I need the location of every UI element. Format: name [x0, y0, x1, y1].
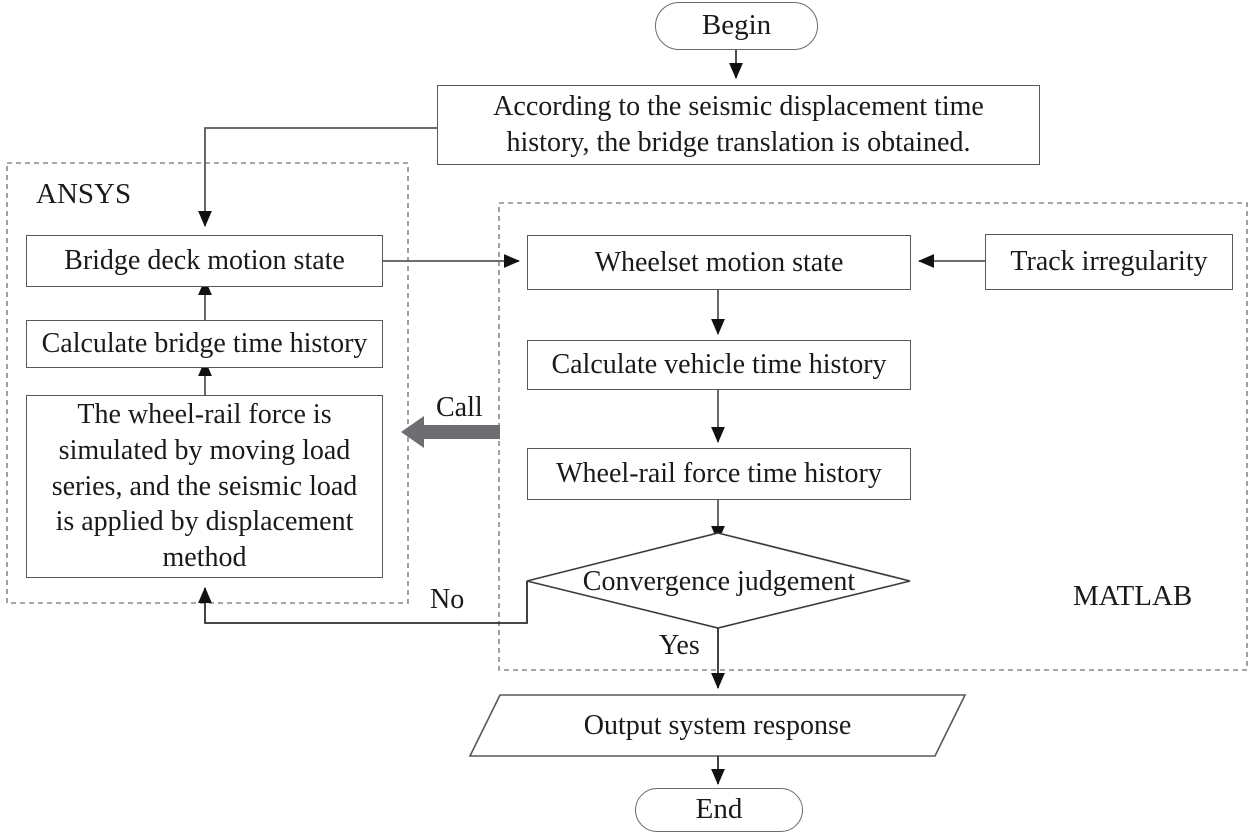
- edge-label-call: Call: [434, 392, 485, 424]
- node-output[interactable]: Output system response: [470, 695, 965, 756]
- call-arrow: [401, 416, 500, 448]
- group-label-matlab: MATLAB: [1073, 580, 1192, 613]
- node-bridge-deck-motion[interactable]: Bridge deck motion state: [26, 235, 383, 287]
- node-wheel-rail-sim[interactable]: The wheel-rail force is simulated by mov…: [26, 395, 383, 578]
- group-label-matlab-text: MATLAB: [1073, 580, 1193, 612]
- node-calc-vehicle-time[interactable]: Calculate vehicle time history: [527, 340, 911, 390]
- node-seismic-input-line2: history, the bridge translation is obtai…: [506, 127, 971, 158]
- node-end[interactable]: End: [635, 788, 803, 832]
- node-end-label: End: [695, 793, 743, 826]
- group-label-ansys-text: ANSYS: [36, 178, 132, 210]
- edge-label-call-text: Call: [436, 392, 483, 423]
- edge-label-no-text: No: [430, 584, 465, 615]
- node-calc-bridge-time[interactable]: Calculate bridge time history: [26, 320, 383, 368]
- node-begin-label: Begin: [701, 9, 772, 42]
- node-wheel-rail-force-time[interactable]: Wheel-rail force time history: [527, 448, 911, 500]
- node-wheel-rail-sim-line1: The wheel-rail force is: [77, 398, 332, 430]
- node-wheel-rail-sim-line4: is applied by displacement: [55, 506, 354, 538]
- node-begin[interactable]: Begin: [655, 2, 818, 50]
- node-wheel-rail-sim-line3: series, and the seismic load: [51, 470, 358, 502]
- node-wheelset-motion[interactable]: Wheelset motion state: [527, 235, 911, 290]
- node-wheel-rail-sim-line2: simulated by moving load: [58, 434, 351, 466]
- edge-label-yes-text: Yes: [659, 630, 700, 661]
- node-output-label: Output system response: [583, 709, 852, 741]
- ansys-group-box: [6, 162, 409, 604]
- node-wheel-rail-sim-line5: method: [162, 542, 247, 574]
- node-bridge-deck-motion-label: Bridge deck motion state: [64, 245, 345, 277]
- node-calc-bridge-time-label: Calculate bridge time history: [41, 328, 368, 360]
- node-track-irregularity-label: Track irregularity: [1010, 246, 1208, 278]
- edge-seismic-to-bridgedeck: [198, 127, 437, 227]
- node-wheelset-motion-label: Wheelset motion state: [594, 246, 844, 278]
- edge-no-loop: [198, 581, 528, 624]
- group-label-ansys: ANSYS: [36, 178, 131, 211]
- node-track-irregularity[interactable]: Track irregularity: [985, 234, 1233, 290]
- edge-label-yes: Yes: [657, 630, 702, 662]
- node-convergence-label-wrap[interactable]: Convergence judgement: [527, 566, 911, 598]
- node-convergence-label: Convergence judgement: [582, 566, 856, 597]
- edge-label-no: No: [428, 584, 467, 616]
- node-seismic-input[interactable]: According to the seismic displacement ti…: [437, 85, 1040, 165]
- node-wheel-rail-force-time-label: Wheel-rail force time history: [556, 458, 882, 490]
- node-calc-vehicle-time-label: Calculate vehicle time history: [551, 349, 887, 381]
- node-seismic-input-line1: According to the seismic displacement ti…: [493, 91, 984, 123]
- output-parallelogram: [468, 694, 967, 757]
